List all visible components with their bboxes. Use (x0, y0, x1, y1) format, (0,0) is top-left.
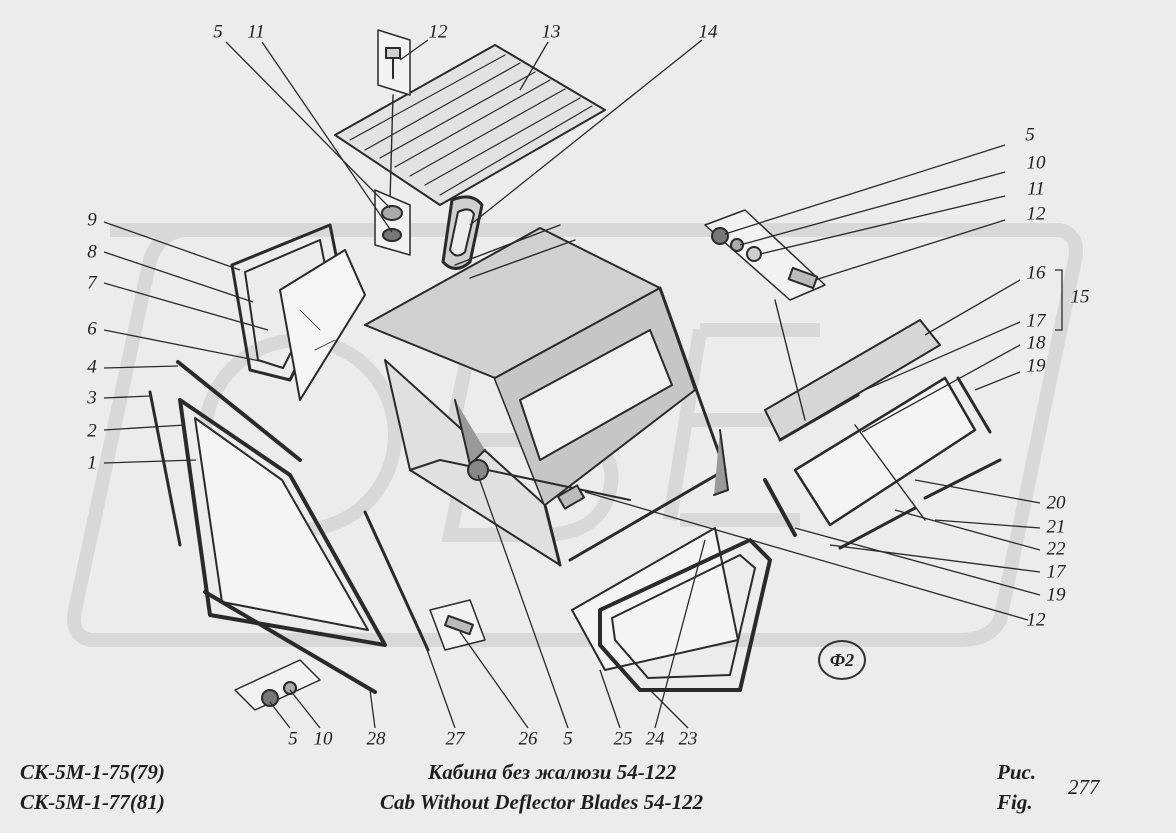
leader-lines (103, 39, 1063, 729)
strip-27 (363, 510, 430, 652)
callout-19-right: 19 (1026, 355, 1046, 377)
bolt-12-top (377, 29, 411, 201)
callout-12-lower: 12 (1026, 609, 1046, 631)
fig-label-en: Fig. (997, 790, 1033, 814)
callout-18: 18 (1026, 332, 1046, 354)
title-ru: Кабина без жалюзи 54-122 (428, 760, 677, 784)
callout-21: 21 (1046, 516, 1066, 538)
callout-8: 8 (87, 241, 97, 263)
callout-5-bottom: 5 (563, 728, 573, 750)
callout-5-right: 5 (1025, 124, 1035, 146)
callout-3: 3 (87, 387, 97, 409)
nut-plate-bottom (234, 659, 321, 711)
callout-5-top: 5 (213, 21, 223, 43)
callout-6: 6 (87, 318, 97, 340)
strip-28 (203, 590, 377, 694)
callout-28: 28 (366, 728, 386, 750)
side-window-1 (178, 398, 387, 647)
callout-26: 26 (518, 728, 538, 750)
roof-panel (334, 44, 606, 206)
callout-10-bottom: 10 (313, 728, 333, 750)
strip-3 (148, 390, 182, 547)
callout-22: 22 (1046, 538, 1066, 560)
model-line-2: СК-5М-1-77(81) (20, 790, 165, 814)
callout-25: 25 (613, 728, 633, 750)
callout-11-right: 11 (1027, 178, 1045, 200)
callout-1: 1 (87, 452, 97, 474)
left-upper-window (230, 223, 366, 401)
callout-10-right: 10 (1026, 152, 1046, 174)
title-en: Cab Without Deflector Blades 54-122 (380, 790, 704, 814)
callout-9: 9 (87, 209, 97, 231)
callout-12-top: 12 (428, 21, 448, 43)
callout-23: 23 (678, 728, 698, 750)
right-seal-strips (764, 319, 941, 442)
callout-24: 24 (645, 728, 665, 750)
right-glass-20 (763, 376, 1002, 550)
fig-number: 277 (1068, 775, 1100, 799)
callout-12-right: 12 (1026, 203, 1046, 225)
fig-label-ru: Рис. (997, 760, 1037, 784)
callout-2: 2 (87, 420, 97, 442)
reference-mark: Ф2 (818, 640, 866, 680)
callout-13: 13 (541, 21, 561, 43)
callout-17-right: 17 (1026, 310, 1046, 332)
nut-plate-right (704, 209, 826, 421)
washer-plate-top (374, 189, 411, 256)
callout-4: 4 (87, 356, 97, 378)
bolt-26 (429, 599, 486, 651)
handle-14 (441, 195, 484, 270)
bolt-12-middle (467, 459, 586, 510)
callout-5-bottom-left: 5 (288, 728, 298, 750)
callout-17-lower: 17 (1046, 561, 1066, 583)
model-line-1: СК-5М-1-75(79) (20, 760, 165, 784)
callout-11-top: 11 (247, 21, 265, 43)
callout-15: 15 (1070, 286, 1090, 308)
callout-14: 14 (698, 21, 718, 43)
callout-16: 16 (1026, 262, 1046, 284)
callout-19-lower: 19 (1046, 584, 1066, 606)
callout-20: 20 (1046, 492, 1066, 514)
callout-27: 27 (445, 728, 465, 750)
callout-7: 7 (87, 272, 97, 294)
strip-4 (176, 360, 302, 462)
